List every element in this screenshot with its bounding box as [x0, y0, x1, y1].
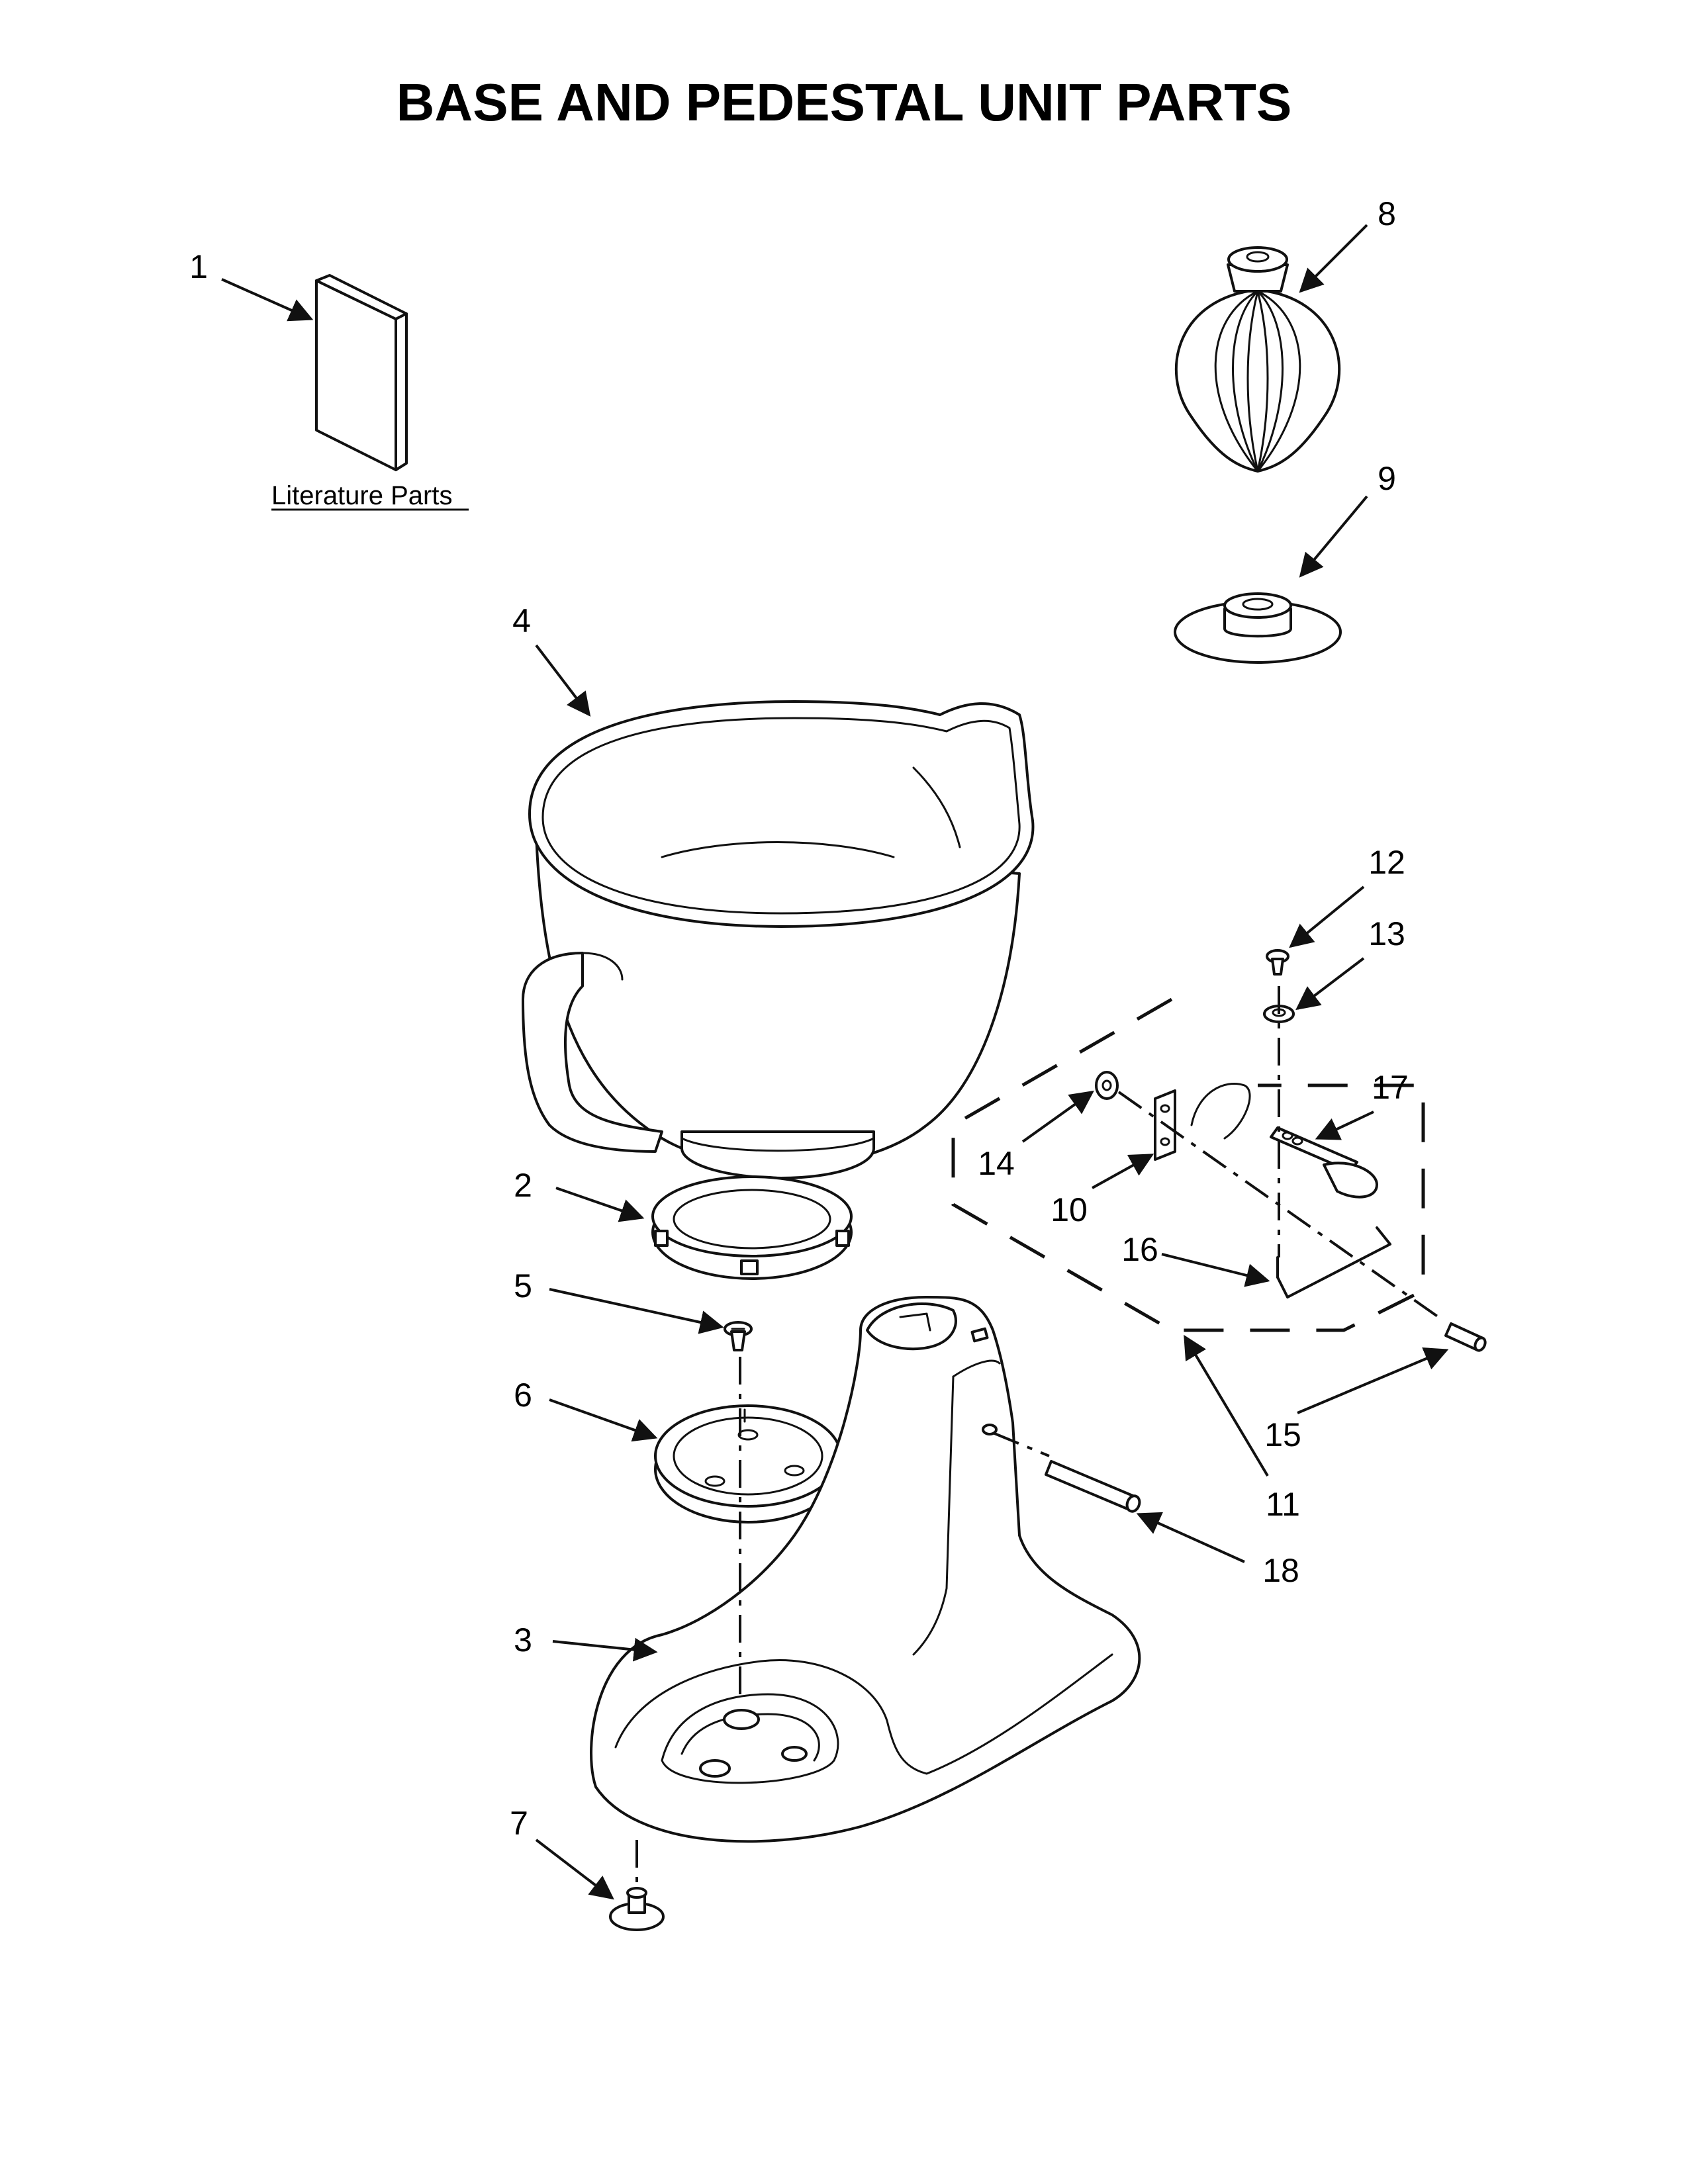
- literature-parts-label: Literature Parts: [271, 481, 452, 510]
- leader-6: [549, 1398, 658, 1442]
- leader-13: [1295, 957, 1365, 1011]
- callout-17: 17: [1372, 1069, 1409, 1106]
- leader-12: [1289, 886, 1365, 948]
- screw-part-5[interactable]: [724, 1321, 753, 1351]
- callout-18: 18: [1262, 1552, 1299, 1589]
- base-pedestal-part[interactable]: [590, 1296, 1141, 1843]
- leader-16: [1161, 1253, 1270, 1287]
- callout-8: 8: [1378, 195, 1396, 232]
- leader-8: [1299, 224, 1368, 293]
- callout-9: 9: [1378, 460, 1396, 497]
- leader-1: [221, 278, 314, 322]
- latch-lever-part-17[interactable]: [1270, 1126, 1378, 1199]
- leader-9: [1299, 495, 1368, 578]
- callout-3: 3: [514, 1621, 532, 1659]
- leader-3: [552, 1637, 658, 1662]
- rubber-foot-part[interactable]: [609, 1887, 665, 1931]
- literature-booklet-part[interactable]: [315, 274, 408, 471]
- callout-10: 10: [1051, 1191, 1088, 1228]
- callout-12: 12: [1368, 844, 1405, 881]
- callout-6: 6: [514, 1377, 532, 1414]
- bowl-plate-part[interactable]: [654, 1404, 842, 1524]
- dough-hook-part[interactable]: [1174, 592, 1342, 796]
- callout-4: 4: [512, 602, 531, 639]
- wire-whip-part[interactable]: [1175, 246, 1340, 473]
- leader-2: [555, 1187, 645, 1222]
- bracket-part-10[interactable]: [1154, 1083, 1251, 1161]
- clamping-ring-part[interactable]: [651, 1175, 853, 1280]
- leader-14: [1021, 1090, 1094, 1143]
- callout-13: 13: [1368, 915, 1405, 952]
- spring-rod-part-16[interactable]: [1276, 1226, 1391, 1298]
- leader-15: [1297, 1347, 1449, 1414]
- callout-14: 14: [978, 1145, 1015, 1182]
- page-title: BASE AND PEDESTAL UNIT PARTS: [397, 73, 1292, 132]
- callout-15: 15: [1264, 1416, 1301, 1453]
- set-screw-part-15[interactable]: [1444, 1322, 1487, 1352]
- centerline-hinge-pin: [1117, 1091, 1444, 1322]
- hinge-assembly-outline: [951, 997, 1425, 1332]
- callout-7: 7: [510, 1805, 528, 1842]
- callout-16: 16: [1121, 1231, 1158, 1268]
- mixing-bowl-part[interactable]: [522, 700, 1035, 1179]
- leader-10: [1092, 1154, 1154, 1189]
- pivot-pin-part[interactable]: [1045, 1460, 1142, 1513]
- leader-5: [549, 1288, 724, 1334]
- leader-17: [1315, 1111, 1374, 1140]
- callout-5: 5: [514, 1267, 532, 1304]
- callout-11: 11: [1266, 1486, 1300, 1523]
- leader-4: [535, 644, 591, 717]
- washer-part-14[interactable]: [1095, 1071, 1119, 1100]
- leader-18: [1136, 1512, 1245, 1563]
- screw-part-12[interactable]: [1266, 949, 1289, 976]
- leader-7: [535, 1839, 614, 1900]
- callout-2: 2: [514, 1167, 532, 1204]
- leader-11: [1184, 1334, 1269, 1477]
- centerline-pivot-pin: [992, 1432, 1050, 1457]
- callout-1: 1: [189, 248, 208, 285]
